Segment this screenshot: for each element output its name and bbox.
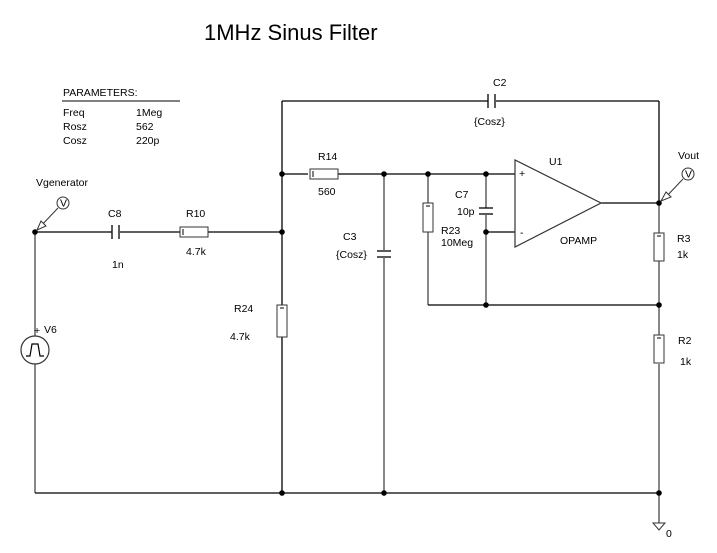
component-v6[interactable]: + V6 <box>20 324 57 365</box>
param-value-freq: 1Meg <box>136 107 162 119</box>
v6-plus-mark: + <box>34 325 40 337</box>
junction-dot <box>381 171 387 177</box>
opamp-minus: - <box>520 227 524 239</box>
junctions <box>32 171 662 496</box>
resistor-body <box>653 232 665 262</box>
resistor-body <box>179 226 209 238</box>
param-name-cosz: Cosz <box>63 135 87 147</box>
component-c8[interactable]: C8 1n <box>108 208 124 271</box>
junction-dot <box>483 171 489 177</box>
voltage-probe-icon <box>56 196 70 210</box>
r14-ref: R14 <box>318 151 337 163</box>
junction-dot <box>381 490 387 496</box>
component-r14[interactable]: R14 560 <box>309 151 339 198</box>
probe-symbol: V <box>60 198 67 210</box>
c8-value: 1n <box>112 259 124 271</box>
component-r24[interactable]: R24 4.7k <box>230 303 288 343</box>
u1-ref: U1 <box>549 156 563 168</box>
param-name-rosz: Rosz <box>63 121 87 133</box>
c3-value: {Cosz} <box>336 249 367 261</box>
resistor-body <box>276 304 288 338</box>
probe-vout[interactable]: V Vout <box>659 150 699 202</box>
c2-ref: C2 <box>493 77 507 89</box>
opamp-plus: + <box>519 168 525 180</box>
probe-label-vgenerator: Vgenerator <box>36 177 88 189</box>
component-c2[interactable]: C2 {Cosz} <box>474 77 507 128</box>
junction-dot <box>483 229 489 235</box>
u1-value: OPAMP <box>560 235 597 247</box>
c8-ref: C8 <box>108 208 122 220</box>
r10-ref: R10 <box>186 208 205 220</box>
ground-symbol: 0 <box>651 522 672 540</box>
ground-icon <box>651 522 667 531</box>
param-value-cosz: 220p <box>136 135 160 147</box>
r14-value: 560 <box>318 186 336 198</box>
param-name-freq: Freq <box>63 107 85 119</box>
c3-ref: C3 <box>343 231 357 243</box>
pulse-waveform-icon <box>26 343 44 357</box>
ground-label: 0 <box>666 528 672 540</box>
component-r10[interactable]: R10 4.7k <box>179 208 209 258</box>
c2-value: {Cosz} <box>474 116 505 128</box>
c7-value: 10p <box>457 206 475 218</box>
probe-vgenerator[interactable]: V Vgenerator <box>36 177 88 231</box>
junction-dot <box>425 171 431 177</box>
probe-label-vout: Vout <box>678 150 699 162</box>
resistor-body <box>653 334 665 364</box>
resistor-body <box>422 202 434 233</box>
junction-dot <box>483 302 489 308</box>
r3-ref: R3 <box>677 233 691 245</box>
junction-dot <box>279 490 285 496</box>
v6-ref: V6 <box>44 324 57 336</box>
junction-dot <box>656 490 662 496</box>
component-u1[interactable]: + - U1 OPAMP <box>514 156 603 248</box>
junction-dot <box>656 302 662 308</box>
opamp-icon <box>514 159 603 248</box>
component-c3[interactable]: C3 {Cosz} <box>336 231 391 261</box>
c7-ref: C7 <box>455 189 469 201</box>
r2-value: 1k <box>680 356 692 368</box>
r24-ref: R24 <box>234 303 253 315</box>
component-r3[interactable]: R3 1k <box>653 232 691 262</box>
param-value-rosz: 562 <box>136 121 154 133</box>
schematic-title: 1MHz Sinus Filter <box>204 20 378 45</box>
component-r23[interactable]: R23 10Meg <box>422 202 473 249</box>
parameters-block: PARAMETERS: Freq 1Meg Rosz 562 Cosz 220p <box>62 87 180 147</box>
r23-ref: R23 <box>441 225 460 237</box>
component-c7[interactable]: C7 10p <box>455 189 493 218</box>
probe-arrow-icon <box>36 220 47 231</box>
parameters-header: PARAMETERS: <box>63 87 137 99</box>
component-r2[interactable]: R2 1k <box>653 334 692 368</box>
probe-arrow-icon <box>659 191 672 202</box>
junction-dot <box>279 229 285 235</box>
r3-value: 1k <box>677 249 689 261</box>
r10-value: 4.7k <box>186 246 207 258</box>
probe-symbol: V <box>685 169 692 181</box>
pulse-source-icon <box>20 335 50 365</box>
voltage-probe-icon <box>681 167 695 181</box>
resistor-body <box>309 168 339 180</box>
r2-ref: R2 <box>678 335 692 347</box>
wires <box>34 100 660 523</box>
r24-value: 4.7k <box>230 331 251 343</box>
junction-dot <box>279 171 285 177</box>
r23-value: 10Meg <box>441 237 473 249</box>
